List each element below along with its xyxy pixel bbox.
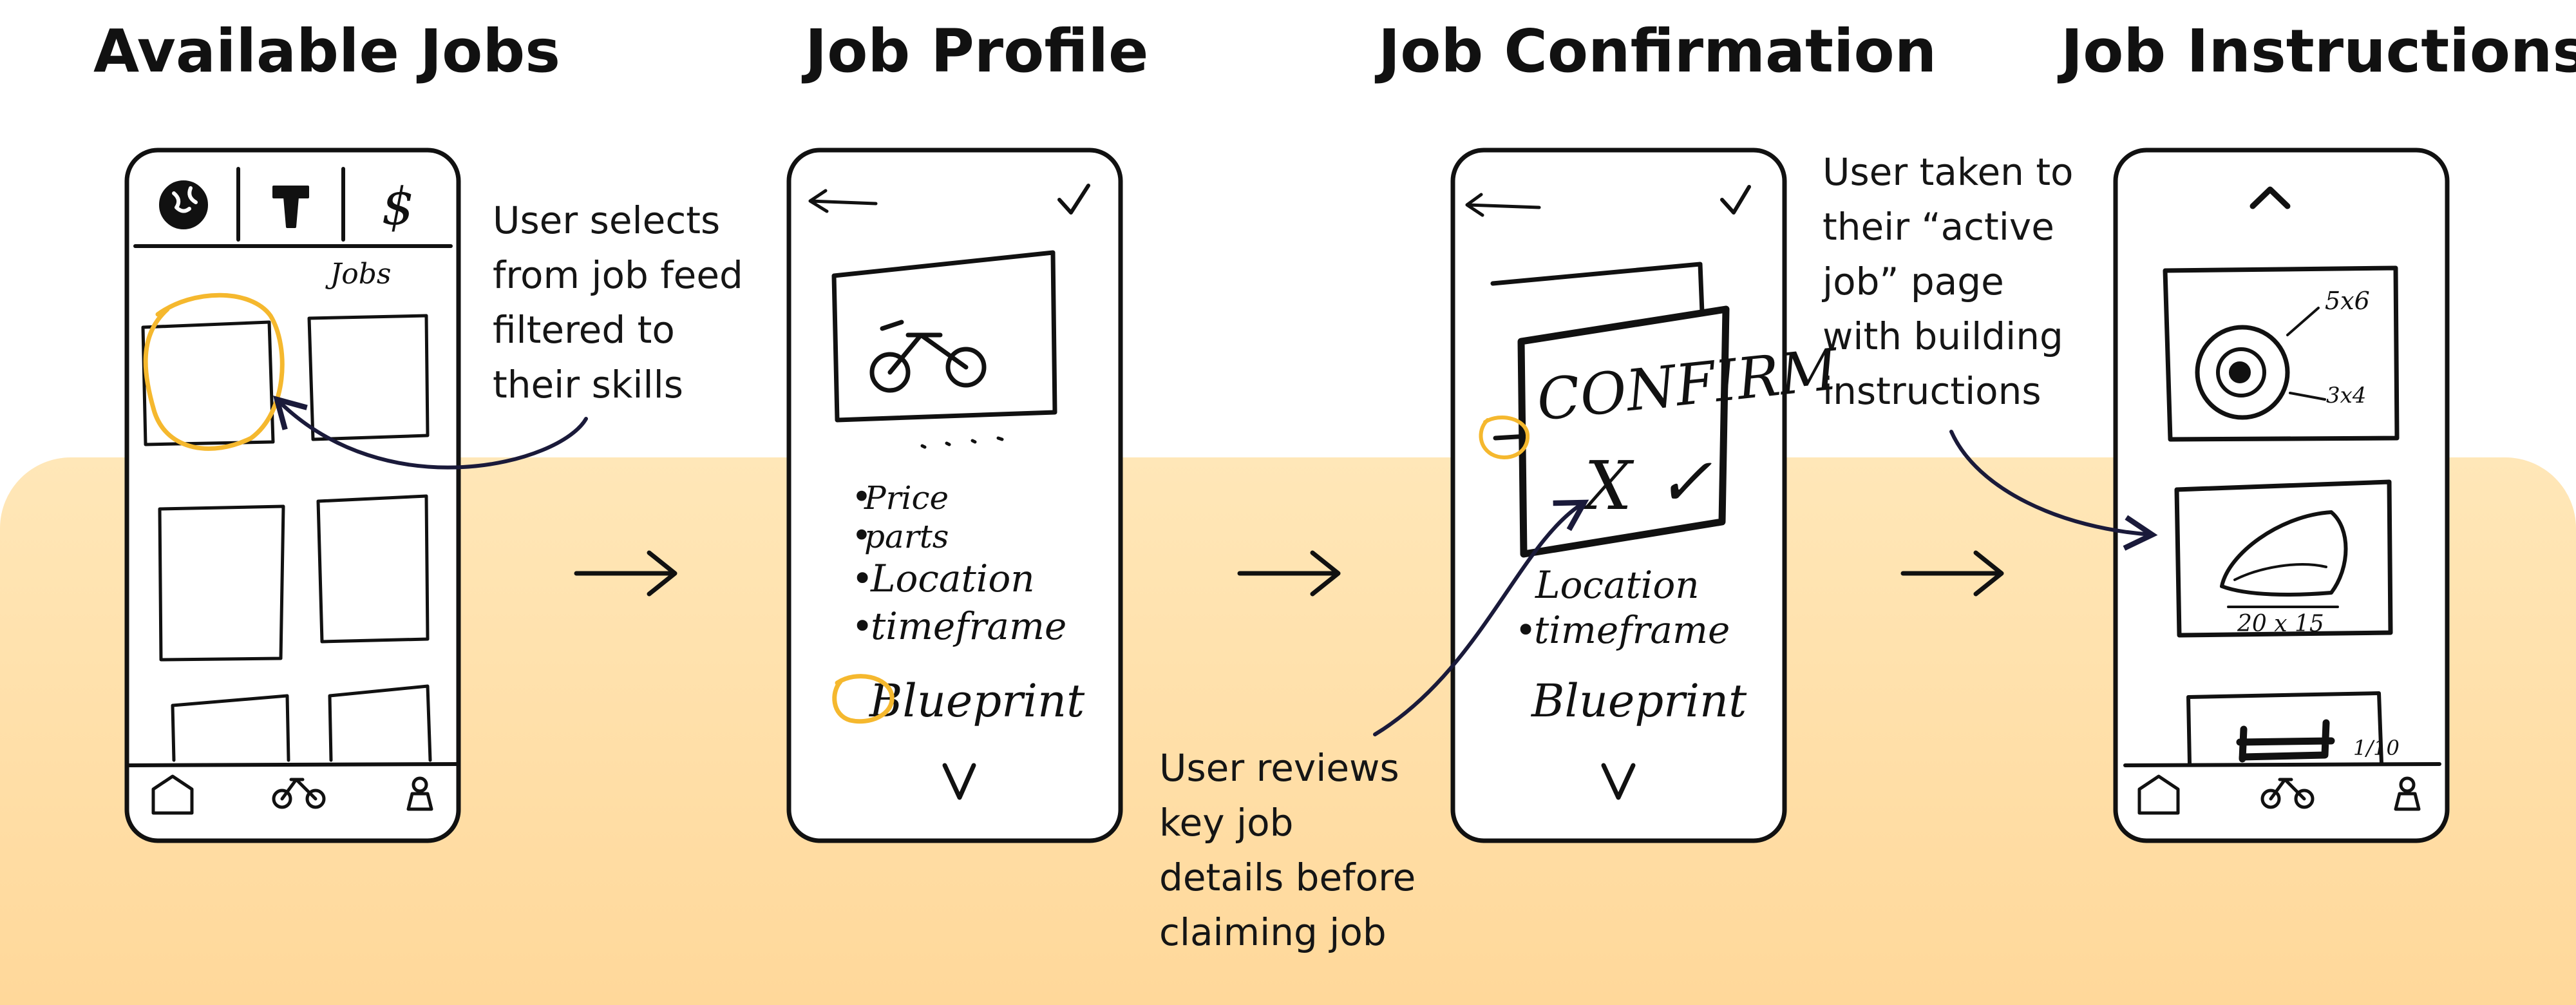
detail-item: timeframe	[871, 604, 1066, 648]
chevron-down-icon[interactable]	[942, 763, 976, 800]
check-icon[interactable]	[1057, 184, 1090, 215]
accept-button[interactable]: ✓	[1656, 443, 1712, 521]
filter-bar[interactable]: $	[133, 167, 453, 248]
flow-arrow	[1900, 550, 2004, 597]
blueprint-link[interactable]: Blueprint	[868, 675, 1085, 727]
check-icon[interactable]	[1720, 185, 1751, 215]
job-tile[interactable]	[316, 494, 430, 644]
detail-item: timeframe	[1534, 608, 1730, 652]
job-tile[interactable]	[158, 504, 285, 662]
annotation-connector	[1949, 430, 2158, 551]
note-line: claiming job	[1159, 910, 1387, 954]
note-line: details before	[1159, 856, 1416, 899]
detail-list: Location • timeframe	[1515, 563, 1730, 652]
hammer-icon[interactable]	[272, 186, 309, 228]
dimension-label: 3x4	[2326, 383, 2366, 408]
bullet: •	[851, 515, 872, 556]
phone-frame	[786, 148, 1123, 843]
note-line: User selects	[493, 198, 721, 242]
home-icon[interactable]	[2137, 774, 2180, 815]
note-line: User reviews	[1159, 746, 1399, 790]
instruction-step	[2163, 265, 2400, 442]
title-job-profile: Job Profile	[805, 17, 1149, 86]
note-line: from job feed	[493, 253, 743, 297]
dollar-icon[interactable]: $	[382, 177, 415, 236]
detail-item: Price	[864, 479, 949, 517]
phone-job-instructions: 5x6 3x4 20 x 15 1/10	[2113, 148, 2450, 843]
bullet: •	[1515, 608, 1537, 652]
part-illustration	[2236, 719, 2335, 763]
detail-item: parts	[864, 518, 949, 555]
phone-job-confirmation: CONFIRM X ✓ Location • timeframe Bluepri…	[1450, 148, 1842, 843]
note-line: their skills	[493, 363, 683, 407]
title-job-confirmation: Job Confirmation	[1378, 17, 1937, 86]
bullet: •	[851, 477, 872, 517]
blueprint-highlight	[832, 674, 895, 724]
selection-highlight	[143, 292, 285, 451]
home-icon[interactable]	[151, 774, 194, 815]
bike-illustration	[869, 320, 987, 393]
chevron-down-icon[interactable]	[1601, 763, 1636, 800]
part-illustration	[2220, 510, 2348, 597]
annotation-connector	[273, 396, 588, 470]
carousel-dots	[920, 436, 1004, 449]
cancel-highlight	[1479, 415, 1530, 459]
phone-frame	[2113, 148, 2450, 843]
bottom-nav-divider	[2123, 762, 2441, 767]
title-job-instructions: Job Instructions	[2061, 17, 2576, 86]
dollar-glyph: $	[382, 177, 415, 236]
cancel-button[interactable]: X	[1580, 446, 1634, 525]
phone-frame	[124, 148, 461, 843]
note-user-reviews: User reviews key job details before clai…	[1159, 741, 1416, 960]
bullet: •	[851, 557, 873, 600]
chevron-up-icon[interactable]	[2249, 186, 2291, 209]
confirm-dialog[interactable]: CONFIRM X ✓	[1517, 305, 1842, 558]
detail-list: • Price • parts • Location • timeframe	[851, 477, 1066, 648]
note-line: instructions	[1823, 369, 2041, 413]
dimension-label: 5x6	[2325, 287, 2370, 315]
flow-arrow	[1237, 550, 1341, 597]
back-arrow-icon[interactable]	[808, 189, 878, 213]
note-line: key job	[1159, 801, 1294, 845]
flow-arrow	[574, 550, 677, 597]
note-line: with building	[1823, 314, 2063, 358]
job-tile[interactable]	[141, 320, 275, 446]
job-tile[interactable]	[307, 314, 430, 441]
note-line: filtered to	[493, 308, 675, 352]
part-illustration	[2195, 307, 2326, 420]
job-tile[interactable]	[328, 684, 432, 762]
phone-job-profile: • Price • parts • Location • timeframe B…	[786, 148, 1123, 843]
note-line: their “active	[1823, 205, 2054, 249]
job-tile[interactable]	[171, 694, 290, 762]
annotation-connector	[1373, 499, 1589, 736]
bike-icon[interactable]	[2260, 778, 2315, 809]
bike-icon[interactable]	[272, 778, 326, 809]
dimension-label: 20 x 15	[2237, 611, 2324, 637]
note-user-selects: User selects from job feed filtered to t…	[493, 193, 743, 412]
dialog-frame	[1517, 305, 1730, 558]
feed-label: Jobs	[325, 258, 392, 291]
job-image	[831, 250, 1057, 423]
user-icon[interactable]	[406, 776, 433, 811]
instruction-step	[2174, 479, 2393, 638]
note-line: job” page	[1823, 260, 2004, 303]
bullet: •	[851, 604, 873, 648]
bottom-nav-divider	[127, 762, 459, 767]
note-active-job: User taken to their “active job” page wi…	[1823, 145, 2074, 419]
user-icon[interactable]	[2394, 776, 2421, 811]
phone-available-jobs: $ Jobs	[124, 148, 461, 843]
step-counter: 1/10	[2353, 736, 2400, 760]
blueprint-link[interactable]: Blueprint	[1530, 675, 1747, 727]
detail-item: Location	[870, 557, 1035, 600]
instruction-step	[2186, 691, 2383, 765]
note-line: User taken to	[1823, 150, 2074, 194]
detail-item: Location	[1535, 563, 1700, 607]
back-arrow-icon[interactable]	[1465, 193, 1541, 217]
globe-icon[interactable]	[159, 180, 208, 229]
title-available-jobs: Available Jobs	[93, 17, 560, 86]
